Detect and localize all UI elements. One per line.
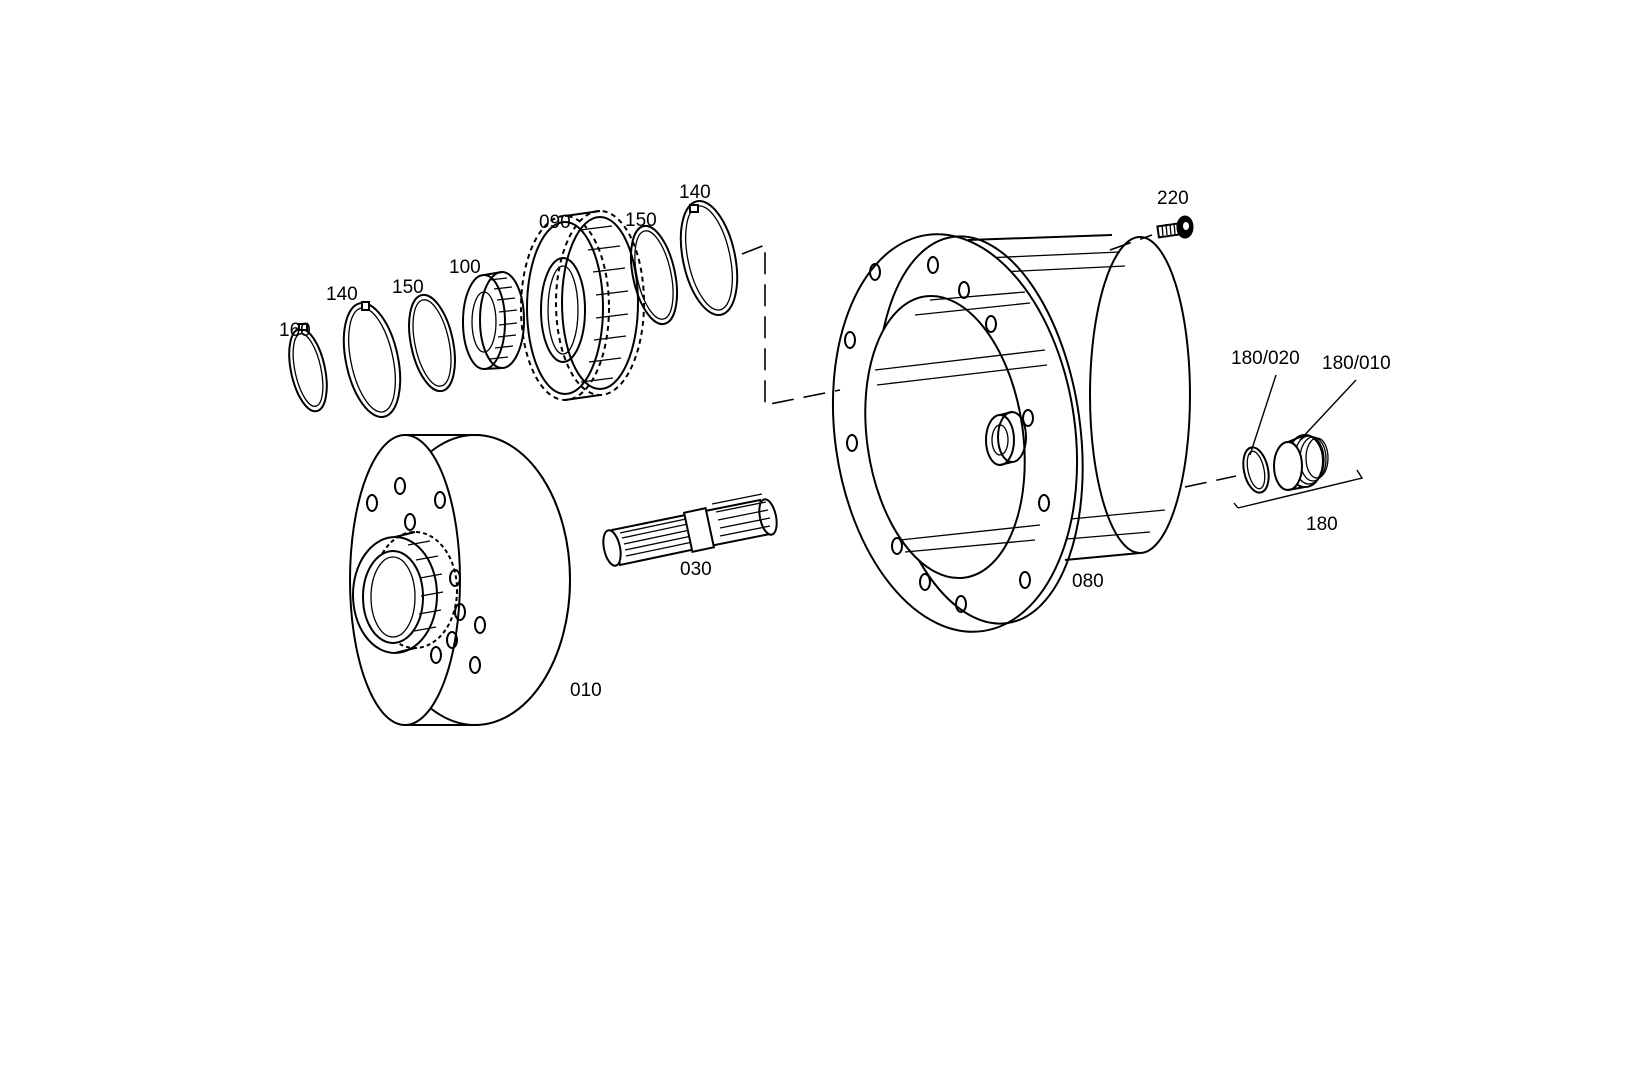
label-150-left: 150 (392, 277, 424, 298)
label-090: 090 (539, 212, 571, 233)
shim-ring-150-left (408, 293, 456, 393)
retaining-ring-140-left (342, 301, 402, 418)
label-030: 030 (680, 559, 712, 580)
label-180-020: 180/020 (1231, 348, 1300, 369)
plug-180-010 (1273, 434, 1329, 491)
shim-ring-150-right (629, 224, 679, 326)
o-ring-180-020 (1242, 446, 1270, 494)
label-180: 180 (1306, 514, 1338, 535)
needle-bearing-100 (462, 271, 525, 370)
label-140-right: 140 (679, 182, 711, 203)
spline-shaft-030 (602, 493, 778, 567)
label-160: 160 (279, 320, 311, 341)
label-080: 080 (1072, 571, 1104, 592)
planet-carrier-010 (349, 434, 571, 726)
housing-080 (831, 233, 1191, 633)
planet-gear-090 (520, 210, 645, 401)
retaining-ring-140-right (679, 200, 739, 316)
label-140-left: 140 (326, 284, 358, 305)
label-100: 100 (449, 257, 481, 278)
snap-ring-160 (288, 323, 328, 413)
assembly-bracket-180 (1233, 469, 1364, 509)
label-180-010: 180/010 (1322, 353, 1391, 374)
label-220: 220 (1157, 188, 1189, 209)
leader-lines (1249, 374, 1357, 456)
assembly-lines (741, 234, 1237, 488)
label-010: 010 (570, 680, 602, 701)
part-labels: 160 140 150 100 090 150 140 220 180/020 … (279, 182, 1391, 701)
screw-220 (1156, 215, 1194, 239)
label-150-right: 150 (625, 210, 657, 231)
